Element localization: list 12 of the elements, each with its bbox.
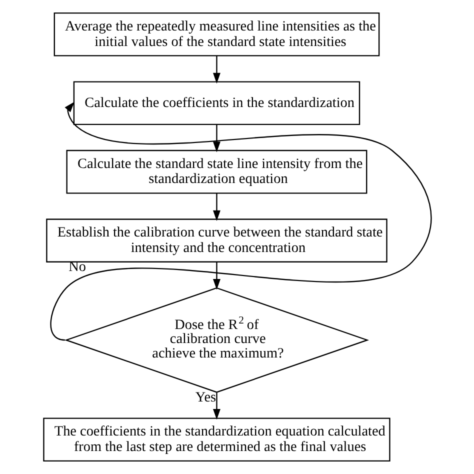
arrow (212, 56, 220, 84)
arrow (212, 193, 220, 222)
node-box: Calculate the coefficients in the standardization (72, 81, 360, 126)
arrow (50, 102, 432, 341)
node-box: The coefficients in the standardization equation calculated from the last step are determined as the final values (42, 418, 390, 462)
arrow (212, 392, 220, 420)
node-diamond: Dose the R$^{2}$ of calibration curve achieve the maximum? (64, 287, 369, 393)
arrow (212, 124, 220, 152)
node-box: Establish the calibration curve between the standard state intensity and the concentration (46, 218, 387, 262)
node-box: Average the repeatedly measured line intensities as the initial values of the standard state intensities (53, 12, 380, 56)
node-box: Calculate the standard state line intensity from the standardization equation (66, 150, 367, 194)
arrow (212, 262, 220, 290)
